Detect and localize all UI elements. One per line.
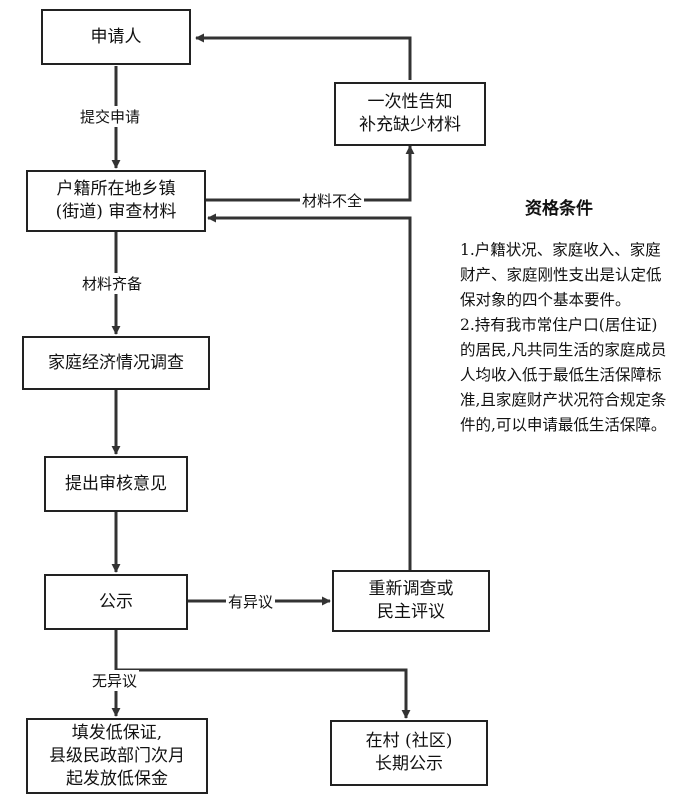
node-supplement-line2: 补充缺少材料 bbox=[359, 115, 461, 135]
condition-item-2: 2.持有我市常住户口(居住证)的居民,凡共同生活的家庭成员人均收入低于最低生活保… bbox=[460, 316, 667, 434]
edge-label-no-objection: 无异议 bbox=[90, 670, 140, 691]
node-review: 户籍所在地乡镇 (街道) 审查材料 bbox=[26, 170, 206, 232]
node-opinion: 提出审核意见 bbox=[44, 456, 188, 512]
node-review-line2: (街道) 审查材料 bbox=[55, 202, 177, 222]
edge-resubmit bbox=[195, 33, 412, 80]
node-reinvestigate-line2: 民主评议 bbox=[377, 602, 445, 622]
conditions-title: 资格条件 bbox=[525, 199, 593, 219]
node-investigation: 家庭经济情况调查 bbox=[22, 336, 210, 390]
node-publicity: 公示 bbox=[44, 574, 188, 630]
edge-label-incomplete: 材料不全 bbox=[300, 190, 365, 211]
edge-label-objection: 有异议 bbox=[226, 591, 276, 612]
node-reinvestigate: 重新调查或 民主评议 bbox=[332, 570, 490, 632]
node-investigation-line1: 家庭经济情况调查 bbox=[48, 352, 184, 373]
edge-label-submit: 提交申请 bbox=[78, 106, 143, 127]
node-certificate-line1: 填发低保证, bbox=[71, 722, 163, 743]
node-applicant-line1: 申请人 bbox=[90, 26, 142, 47]
node-applicant: 申请人 bbox=[41, 9, 191, 65]
node-supplement: 一次性告知 补充缺少材料 bbox=[334, 82, 486, 146]
edge-no-objection bbox=[114, 630, 411, 719]
node-reinvestigate-line1: 重新调查或 bbox=[368, 579, 454, 599]
edge-incomplete bbox=[206, 145, 415, 202]
node-certificate-line2: 县级民政部门次月 bbox=[49, 745, 185, 766]
node-certificate-line3: 起发放低保金 bbox=[66, 768, 168, 789]
node-longterm-line1: 在村 (社区) bbox=[365, 731, 453, 751]
conditions-body: 1.户籍状况、家庭收入、家庭财产、家庭刚性支出是认定低保对象的四个基本要件。 2… bbox=[460, 238, 670, 438]
node-opinion-line1: 提出审核意见 bbox=[65, 473, 167, 494]
node-review-line1: 户籍所在地乡镇 bbox=[56, 179, 176, 199]
condition-item-1: 1.户籍状况、家庭收入、家庭财产、家庭刚性支出是认定低保对象的四个基本要件。 bbox=[460, 241, 662, 309]
node-certificate: 填发低保证, 县级民政部门次月 起发放低保金 bbox=[26, 718, 208, 794]
node-publicity-line1: 公示 bbox=[99, 591, 133, 612]
edge-label-complete: 材料齐备 bbox=[80, 273, 145, 294]
node-longterm: 在村 (社区) 长期公示 bbox=[330, 720, 488, 786]
node-longterm-line2: 长期公示 bbox=[375, 754, 443, 774]
edge-reinvestigate-review bbox=[207, 213, 412, 570]
node-supplement-line1: 一次性告知 bbox=[367, 92, 453, 112]
